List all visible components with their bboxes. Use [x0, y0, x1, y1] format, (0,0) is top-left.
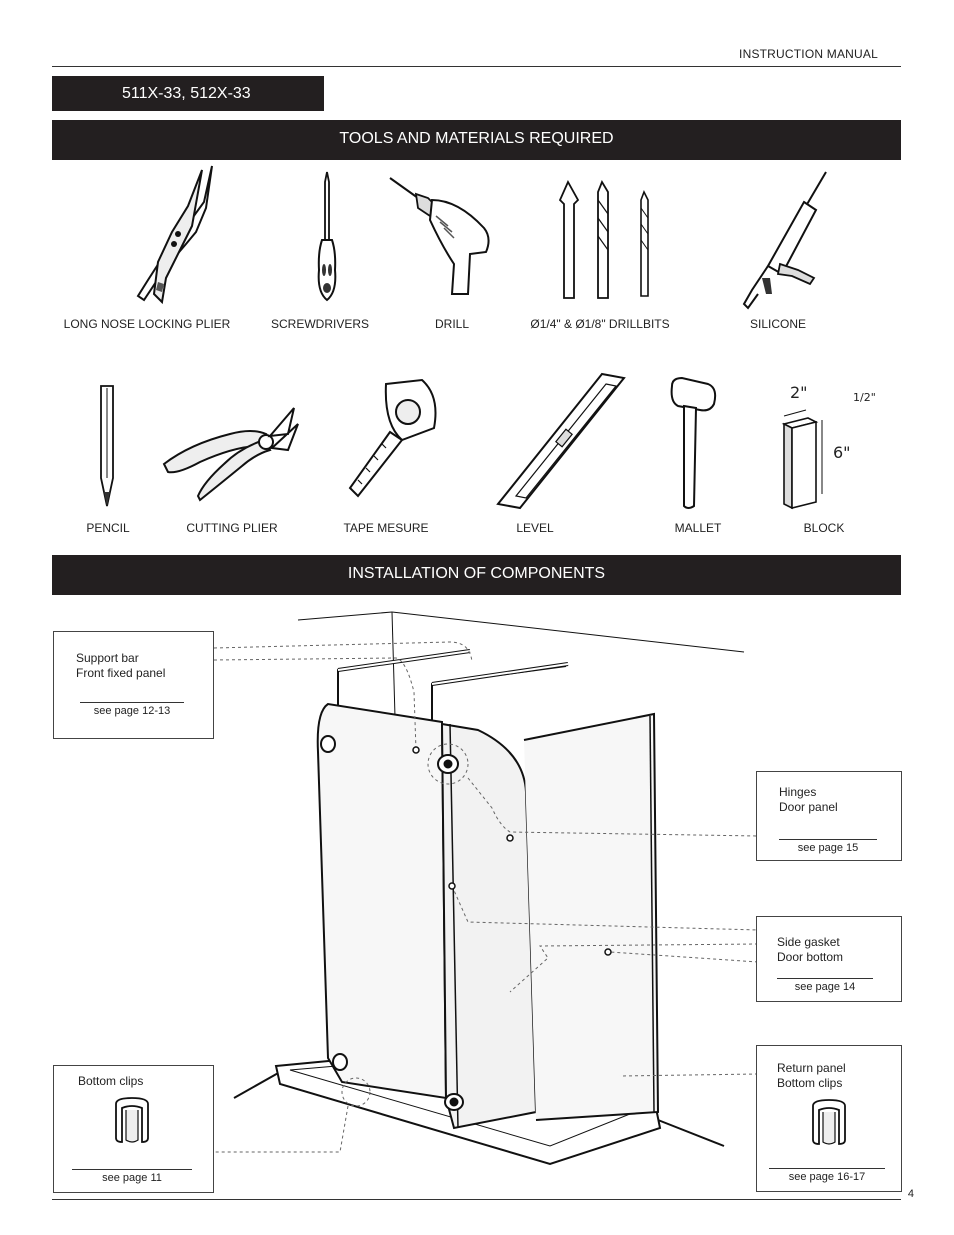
see-page-reference: see page 12-13	[80, 702, 184, 717]
level-icon	[496, 372, 626, 510]
tool-label-screwdrivers: SCREWDRIVERS	[270, 317, 370, 331]
callout-item: Door bottom	[777, 950, 844, 964]
shower-enclosure-diagram	[213, 611, 759, 1166]
installation-section-header: INSTALLATION OF COMPONENTS	[52, 555, 901, 595]
callout-bottom-clips: Bottom clips see page 11	[53, 1065, 214, 1193]
tool-label-silicone: SILICONE	[749, 317, 807, 331]
callout-return-panel: Return panel Bottom clips see page 16-17	[756, 1045, 902, 1192]
silicone-gun-icon	[742, 171, 827, 310]
cutting-plier-icon	[162, 407, 299, 502]
callout-item: Return panel	[777, 1061, 846, 1075]
tool-label-block: BLOCK	[803, 521, 845, 535]
callout-item: Side gasket	[777, 935, 840, 949]
callout-item: Door panel	[779, 800, 838, 814]
callout-item: Front fixed panel	[76, 666, 166, 680]
tape-measure-icon	[348, 378, 437, 498]
page-number: 4	[907, 1188, 914, 1200]
bottom-clip-icon	[812, 1099, 846, 1145]
tool-label-drill: DRILL	[434, 317, 470, 331]
see-page-reference: see page 14	[777, 978, 873, 993]
callout-support-bar: Support bar Front fixed panel see page 1…	[53, 631, 214, 739]
screwdriver-icon	[317, 171, 337, 302]
block-icon	[781, 409, 823, 510]
see-page-reference: see page 11	[72, 1169, 192, 1184]
tool-label-level: LEVEL	[516, 521, 554, 535]
callout-item: Hinges	[779, 785, 817, 799]
block-height-dimension: 6"	[833, 443, 851, 462]
drill-icon	[389, 177, 490, 295]
tool-label-drillbits: Ø1/4" & Ø1/8" DRILLBITS	[530, 317, 670, 331]
bottom-divider	[52, 1199, 901, 1200]
manual-title: INSTRUCTION MANUAL	[739, 47, 878, 61]
block-thickness-dimension: 1/2"	[853, 391, 876, 404]
tools-section-header: TOOLS AND MATERIALS REQUIRED	[52, 120, 901, 160]
tool-label-locking-plier: LONG NOSE LOCKING PLIER	[63, 317, 231, 331]
block-width-dimension: 2"	[790, 383, 808, 402]
locking-plier-icon	[136, 165, 213, 305]
see-page-reference: see page 16-17	[769, 1168, 885, 1183]
top-divider	[52, 66, 901, 67]
drillbits-icon	[558, 179, 649, 299]
see-page-reference: see page 15	[779, 839, 877, 854]
callout-item: Bottom clips	[777, 1076, 843, 1090]
model-number-banner: 511X-33, 512X-33	[52, 76, 324, 111]
tool-label-tape-measure: TAPE MESURE	[343, 521, 429, 535]
callout-hinges: Hinges Door panel see page 15	[756, 771, 902, 861]
callout-item: Bottom clips	[78, 1074, 144, 1088]
callout-item: Support bar	[76, 651, 139, 665]
bottom-clip-icon	[115, 1097, 149, 1143]
tool-label-cutting-plier: CUTTING PLIER	[186, 521, 278, 535]
pencil-icon	[100, 385, 114, 507]
tool-label-pencil: PENCIL	[86, 521, 130, 535]
mallet-icon	[670, 376, 717, 509]
callout-side-gasket: Side gasket Door bottom see page 14	[756, 916, 902, 1002]
tool-label-mallet: MALLET	[674, 521, 722, 535]
